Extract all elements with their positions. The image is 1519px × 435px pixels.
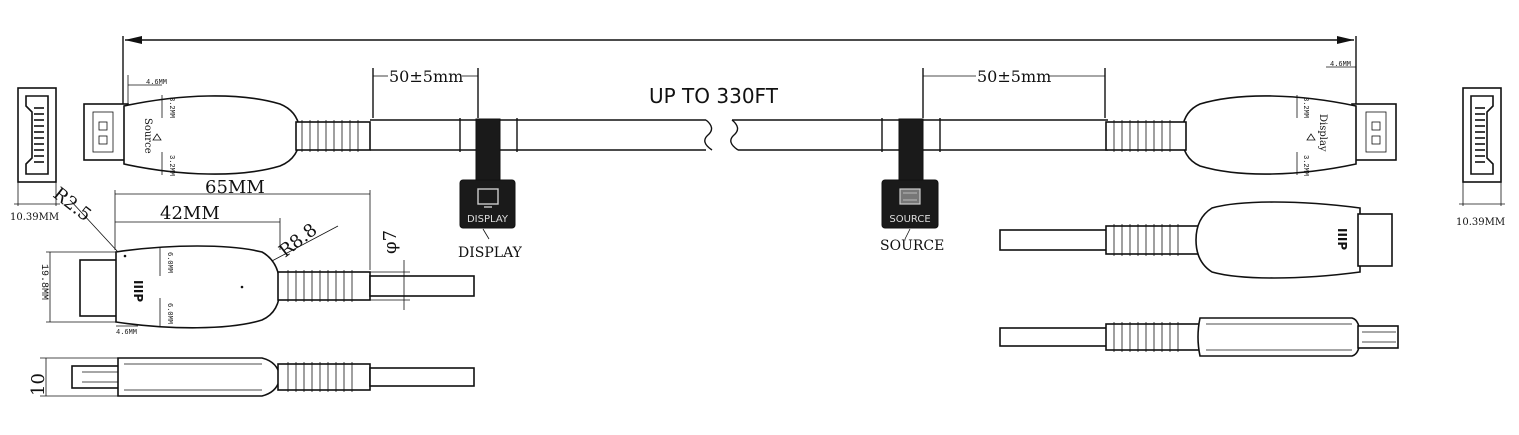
port-left-width: 10.39MM [10,212,59,223]
tl-dim-b: 3.2MM [167,97,175,118]
detail-dim-2: 6.0MM [165,252,173,273]
tr-dim-c: 3.2MM [1301,155,1309,176]
display-caption: DISPLAY [458,245,523,261]
strain-relief-ribs-left [301,120,359,152]
detail-connector-view: 65MM 42MM R2.5 R8.8 IIIP 19.8MM 6.0MM 6.… [28,177,475,397]
top-right-connector: 4.6MM 3.2MM 3.2MM Display [1105,61,1397,176]
port-right-width: 10.39MM [1456,217,1505,228]
source-tag: SOURCE SOURCE [880,118,944,254]
top-left-connector: 4.6MM 3.2MM 3.2MM Source [83,75,371,176]
cable-length-label: UP TO 330FT [649,84,779,108]
tail-right-dimension: 50±5mm [922,67,1106,118]
source-tag-text: SOURCE [889,214,930,225]
strain-relief-ribs-rside [1113,322,1179,352]
strain-relief-ribs-rtop [1113,224,1179,256]
tr-dim-b: 3.2MM [1301,97,1309,118]
height-dim: 19.8MM [38,264,49,300]
tl-side-text: Source [142,118,153,154]
thickness-dim: 10 [28,373,49,396]
port-end-view-right: 10.39MM [1456,87,1505,228]
detail-logo: IIIP [131,280,145,302]
overall-length-65: 65MM [205,177,265,198]
right-view-logo: IIIP [1335,228,1349,250]
tl-dim-c: 3.2MM [167,155,175,176]
tail-left-dimension: 50±5mm [372,67,479,118]
display-tag-text: DISPLAY [467,214,509,225]
right-side-view [999,317,1399,357]
tr-side-text: Display [1317,114,1328,152]
strain-relief-ribs-right [1113,120,1171,152]
strain-relief-ribs-side [287,362,353,392]
strain-relief-ribs-detail [287,270,353,302]
port-end-view-left: 10.39MM [10,87,60,223]
source-caption: SOURCE [880,238,944,254]
detail-dim-1: 4.6MM [116,329,137,337]
detail-dim-3: 6.0MM [165,303,173,324]
tail-left-label: 50±5mm [389,67,463,86]
right-top-view: IIIP [999,201,1393,279]
body-length-42: 42MM [160,203,220,224]
player-icon [899,188,921,205]
tl-dim-a: 4.6MM [146,79,167,87]
tail-right-label: 50±5mm [977,67,1051,86]
monitor-icon [477,188,499,205]
display-tag: DISPLAY DISPLAY [458,118,523,261]
tr-dim-a: 4.6MM [1330,61,1351,69]
cable-diameter: φ7 [380,230,401,254]
